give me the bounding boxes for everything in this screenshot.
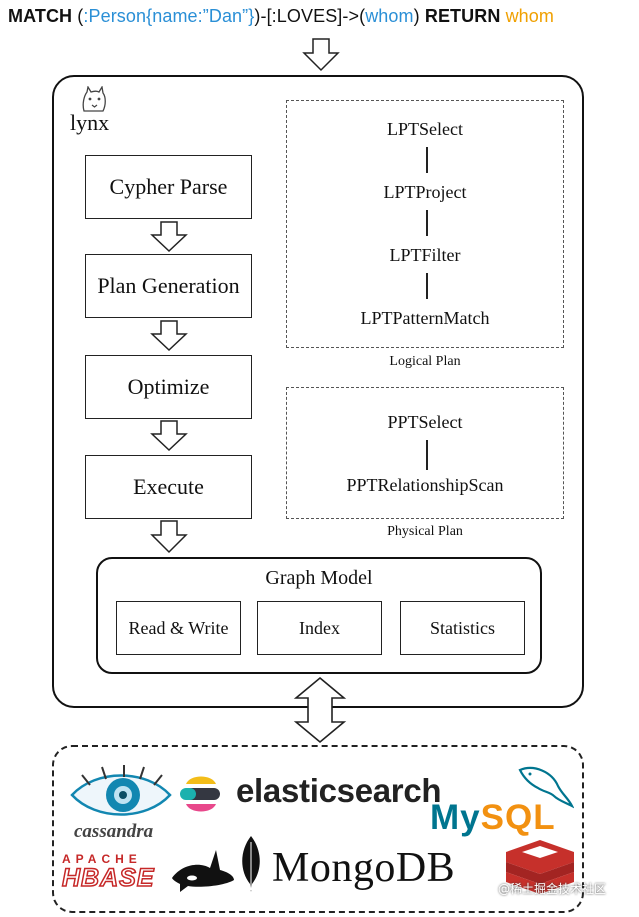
hbase-logo-text: HBASE (61, 863, 155, 893)
pipeline-arrow-1 (150, 221, 188, 253)
watermark-text: @稀土掘金技术社区 (498, 882, 607, 896)
cypher-parse-box: Cypher Parse (85, 155, 252, 219)
logical-connector-3 (426, 273, 428, 299)
lynx-logo-text: lynx (70, 110, 110, 135)
lpt-project-node: LPTProject (383, 182, 467, 202)
index-box: Index (257, 601, 382, 655)
physical-plan-caption: Physical Plan (387, 524, 463, 539)
ppt-select-node: PPTSelect (387, 412, 463, 432)
cassandra-eye-icon (70, 765, 172, 816)
apache-text: APACHE (62, 852, 142, 866)
pipeline-arrow-2 (150, 320, 188, 352)
physical-plan-container: PPTSelect PPTRelationshipScan (286, 387, 564, 519)
read-write-box: Read & Write (116, 601, 241, 655)
relationship-pattern: )-[:LOVES]->( (254, 6, 366, 26)
ppt-relationship-scan-node: PPTRelationshipScan (346, 475, 504, 495)
logical-connector-1 (426, 147, 428, 173)
pipeline-arrow-4 (150, 520, 188, 554)
plan-generation-box: Plan Generation (85, 254, 252, 318)
node-pattern: :Person{name:”Dan”} (83, 6, 255, 26)
storage-backends-frame (52, 745, 584, 913)
statistics-box: Statistics (400, 601, 525, 655)
cypher-query: MATCH (:Person{name:”Dan”})-[:LOVES]->(w… (8, 6, 554, 26)
return-variable: whom (505, 6, 554, 26)
lynx-cat-icon (82, 86, 106, 112)
pipeline-arrow-3 (150, 420, 188, 452)
query-down-arrow (302, 38, 340, 72)
bidirectional-arrow (293, 676, 347, 744)
logical-connector-2 (426, 210, 428, 236)
graph-model-title: Graph Model (265, 567, 373, 589)
redis-cube-icon (506, 840, 574, 894)
mongodb-logo-text: MongoDB (272, 845, 456, 891)
orca-whale-icon (172, 850, 234, 892)
lpt-pattern-match-node: LPTPatternMatch (360, 308, 490, 328)
elasticsearch-logo-text: elasticsearch (236, 772, 442, 809)
match-keyword: MATCH (8, 6, 73, 26)
mysql-dolphin-icon (518, 766, 574, 809)
graph-model-container: Graph Model Read & Write Index Statistic… (96, 557, 542, 674)
mysql-logo-text: MySQL (430, 798, 556, 837)
logical-plan-container: LPTSelect LPTProject LPTFilter LPTPatter… (286, 100, 564, 348)
optimize-box: Optimize (85, 355, 252, 419)
return-keyword: RETURN (424, 6, 501, 26)
logical-plan-caption: Logical Plan (389, 354, 461, 369)
lpt-filter-node: LPTFilter (389, 245, 461, 265)
elasticsearch-icon (180, 776, 220, 812)
lpt-select-node: LPTSelect (387, 119, 463, 139)
mongodb-leaf-icon (242, 836, 260, 892)
cassandra-logo-text: cassandra (74, 821, 154, 842)
physical-connector (426, 440, 428, 470)
whom-variable: whom (365, 6, 414, 26)
execute-box: Execute (85, 455, 252, 519)
